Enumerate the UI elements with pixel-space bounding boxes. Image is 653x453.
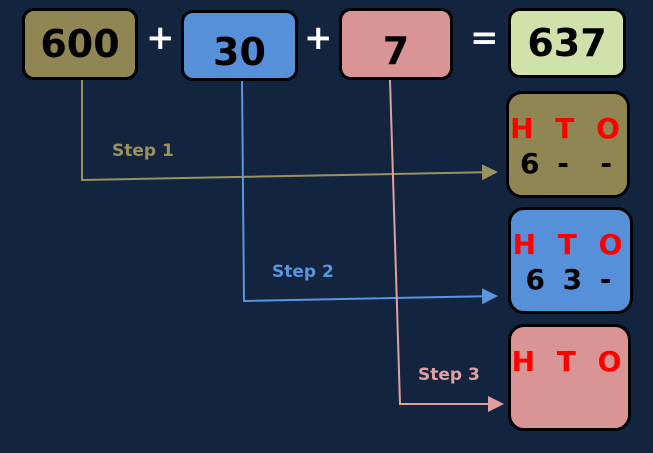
place-value: 6 3 - [525, 263, 616, 296]
step2-label: Step 2 [272, 262, 334, 282]
place-header: H T O [512, 228, 629, 261]
step2-arrow [241, 79, 498, 305]
place-header: H T O [511, 345, 628, 378]
step3-place-value-box: H T O [508, 324, 631, 431]
step3-label: Step 3 [418, 365, 480, 385]
place-value: 6 - - [520, 147, 616, 180]
step2-place-value-box: H T O 6 3 - [508, 207, 633, 314]
equals-sign: = [470, 18, 499, 58]
step1-place-value-box: H T O 6 - - [506, 91, 630, 198]
ones-box: 7 [339, 8, 453, 80]
hundreds-box: 600 [22, 8, 138, 80]
tens-box: 30 [181, 10, 298, 81]
plus-sign: + [304, 18, 333, 58]
place-header: H T O [510, 112, 626, 145]
step1-label: Step 1 [112, 141, 174, 161]
plus-sign: + [146, 18, 175, 58]
step3-arrow [389, 79, 504, 412]
step1-arrow [81, 80, 498, 182]
result-box: 637 [508, 8, 626, 78]
